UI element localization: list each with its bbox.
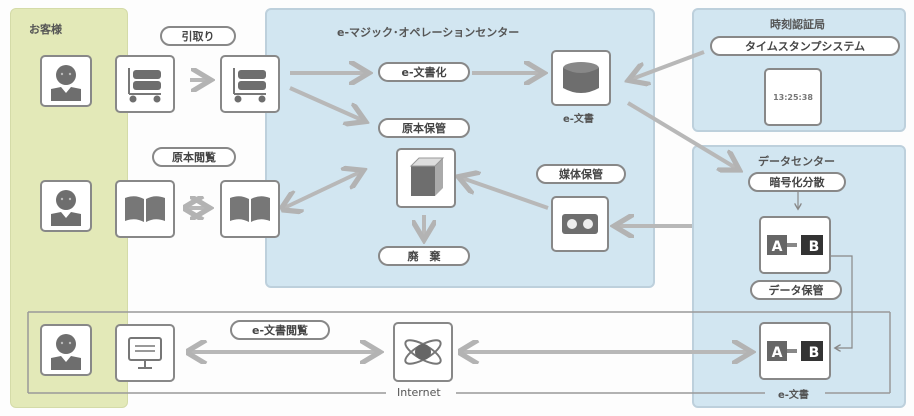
- internet-box[interactable]: [393, 322, 453, 382]
- media-storage-label: 媒体保管: [536, 164, 626, 184]
- pickup-label: 引取り: [160, 26, 236, 46]
- customer-box-3[interactable]: [40, 324, 92, 376]
- original-storage-label: 原本保管: [378, 118, 470, 138]
- distributed-node-box-1[interactable]: A B: [759, 216, 831, 274]
- globe-network-icon: [404, 339, 442, 365]
- arrow-book-to-original-storage: [284, 172, 360, 208]
- arrow-edoc-to-datacenter: [626, 101, 736, 168]
- monitor-box[interactable]: [115, 324, 175, 382]
- cart-box-center[interactable]: [220, 55, 280, 113]
- customer-title: お客様: [29, 23, 62, 36]
- node-b-text: B: [809, 345, 820, 361]
- edoc-storage-box[interactable]: [551, 50, 611, 106]
- timestamp-authority-title: 時刻認証局: [770, 18, 825, 31]
- node-a-text: A: [772, 239, 783, 255]
- disposal-label: 廃 棄: [378, 246, 470, 266]
- arrow-to-original-storage: [289, 86, 362, 120]
- arrow-media-to-original: [462, 178, 549, 210]
- distributed-node-box-2[interactable]: A B: [759, 322, 831, 380]
- customer-box-1[interactable]: [40, 55, 92, 107]
- timestamp-system-label: タイムスタンプシステム: [710, 36, 900, 56]
- monitor-icon: [128, 337, 162, 369]
- book-box-center[interactable]: [220, 180, 280, 238]
- timestamp-display-box: 13:25:38: [764, 68, 822, 126]
- cassette-icon: [562, 214, 598, 234]
- connector-a-to-b: [814, 255, 853, 348]
- person-icon: [51, 65, 81, 101]
- data-storage-label: データ保管: [750, 280, 842, 300]
- a-to-b-icon: A B: [767, 235, 823, 255]
- node-a-text: A: [772, 345, 783, 361]
- media-storage-box[interactable]: [551, 196, 609, 252]
- a-to-b-icon: A B: [767, 341, 823, 361]
- cart-box-customer[interactable]: [115, 55, 175, 113]
- original-storage-box[interactable]: [396, 148, 456, 208]
- storage-cube-icon: [409, 157, 445, 196]
- timestamp-value: 13:25:38: [773, 92, 813, 102]
- digitize-label: e-文書化: [378, 62, 470, 82]
- node-b-text: B: [809, 239, 820, 255]
- edoc-browse-label: e-文書閲覧: [230, 320, 330, 340]
- cart-icon: [128, 68, 161, 103]
- operation-center-title: e-マジック･オペレーションセンター: [337, 26, 520, 39]
- browse-original-label: 原本閲覧: [152, 147, 236, 167]
- customer-box-2[interactable]: [40, 180, 92, 232]
- open-book-icon: [125, 196, 165, 222]
- open-book-icon: [230, 196, 270, 222]
- person-icon: [51, 190, 81, 226]
- encrypt-distribute-label: 暗号化分散: [748, 172, 846, 192]
- database-icon: [563, 62, 599, 93]
- person-icon: [51, 334, 81, 370]
- edoc-caption-datacenter: e-文書: [778, 390, 809, 401]
- internet-caption: Internet: [397, 386, 441, 399]
- data-center-title: データセンター: [758, 155, 835, 168]
- arrow-tsa-to-edoc: [632, 50, 705, 79]
- book-box-customer[interactable]: [115, 180, 175, 238]
- edoc-caption-ops: e-文書: [563, 114, 594, 125]
- cart-icon: [233, 68, 266, 103]
